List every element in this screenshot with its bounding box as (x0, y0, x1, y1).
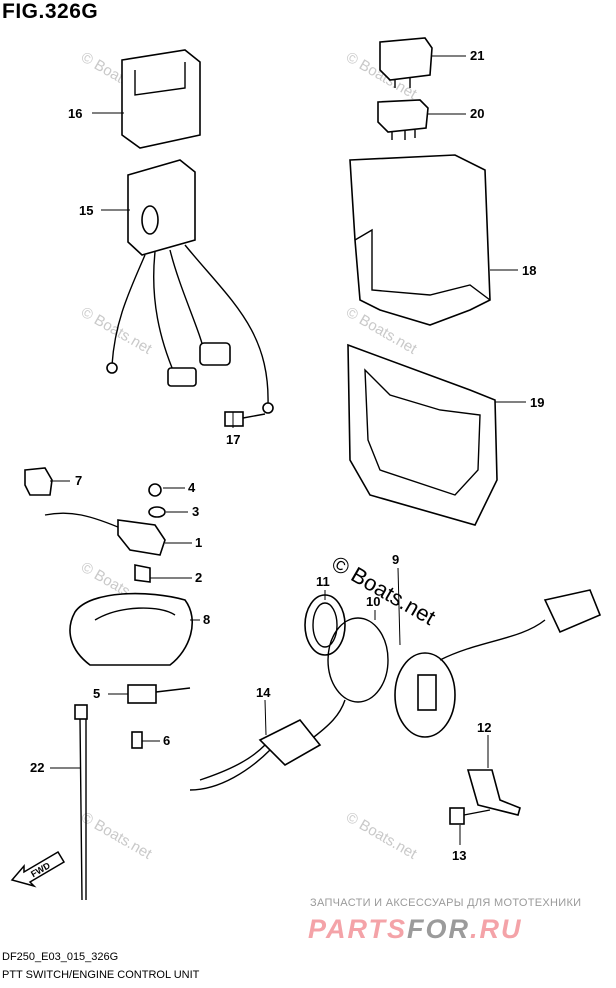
callout-labels: 1 2 3 4 5 6 7 8 9 10 11 12 13 14 15 16 1… (30, 48, 544, 863)
part-12-clamp[interactable] (466, 769, 521, 816)
watermark: © Boats.net (343, 809, 420, 863)
callout-18: 18 (522, 263, 536, 278)
callout-21: 21 (470, 48, 484, 63)
part-16-cover[interactable] (121, 49, 201, 149)
part-13-bolt[interactable] (449, 807, 491, 825)
callout-5: 5 (93, 686, 100, 701)
callout-13: 13 (452, 848, 466, 863)
part-11-ring[interactable] (304, 594, 346, 656)
part-9-trim-switch[interactable] (394, 589, 602, 738)
callout-4: 4 (188, 480, 196, 495)
part-18-ecu[interactable] (349, 154, 491, 326)
callout-16: 16 (68, 106, 82, 121)
callout-9: 9 (392, 552, 399, 567)
part-14-harness[interactable] (189, 699, 346, 791)
figure-title: FIG.326G (2, 0, 99, 23)
part-21-relay[interactable] (379, 37, 433, 88)
watermark: © Boats.net (78, 809, 155, 863)
part-20-relay[interactable] (377, 99, 429, 140)
part-17-bolt[interactable] (224, 411, 266, 427)
callout-7: 7 (75, 473, 82, 488)
part-10-o-ring[interactable] (327, 617, 389, 703)
callout-12: 12 (477, 720, 491, 735)
leader-lines (50, 55, 526, 845)
part-8-grip[interactable] (69, 592, 193, 666)
fwd-arrow-icon: FWD (10, 850, 66, 888)
callout-3: 3 (192, 504, 199, 519)
callout-19: 19 (530, 395, 544, 410)
part-5-switch[interactable] (127, 684, 191, 704)
part-15-harness[interactable] (106, 159, 274, 414)
diagram-code: DF250_E03_015_326G (2, 951, 119, 963)
part-1-ptt-switch[interactable] (44, 483, 166, 583)
callout-17: 17 (226, 432, 240, 447)
callout-6: 6 (163, 733, 170, 748)
callout-2: 2 (195, 570, 202, 585)
callout-10: 10 (366, 594, 380, 609)
callout-15: 15 (79, 203, 93, 218)
callout-22: 22 (30, 760, 44, 775)
part-7-clip[interactable] (24, 467, 53, 496)
part-6-screw[interactable] (131, 731, 143, 749)
part-19-rubber[interactable] (347, 343, 498, 526)
callout-20: 20 (470, 106, 484, 121)
callout-8: 8 (203, 612, 210, 627)
watermark-tagline: ЗАПЧАСТИ И АКСЕССУАРЫ ДЛЯ МОТОТЕХНИКИ (310, 897, 582, 909)
watermark-logo: PARTSFOR.RU (308, 914, 523, 944)
callout-11: 11 (316, 574, 330, 589)
callout-14: 14 (256, 685, 271, 700)
callout-1: 1 (195, 535, 202, 550)
part-22-cable-tie[interactable] (74, 704, 88, 901)
diagram-subtitle: PTT SWITCH/ENGINE CONTROL UNIT (2, 969, 200, 981)
